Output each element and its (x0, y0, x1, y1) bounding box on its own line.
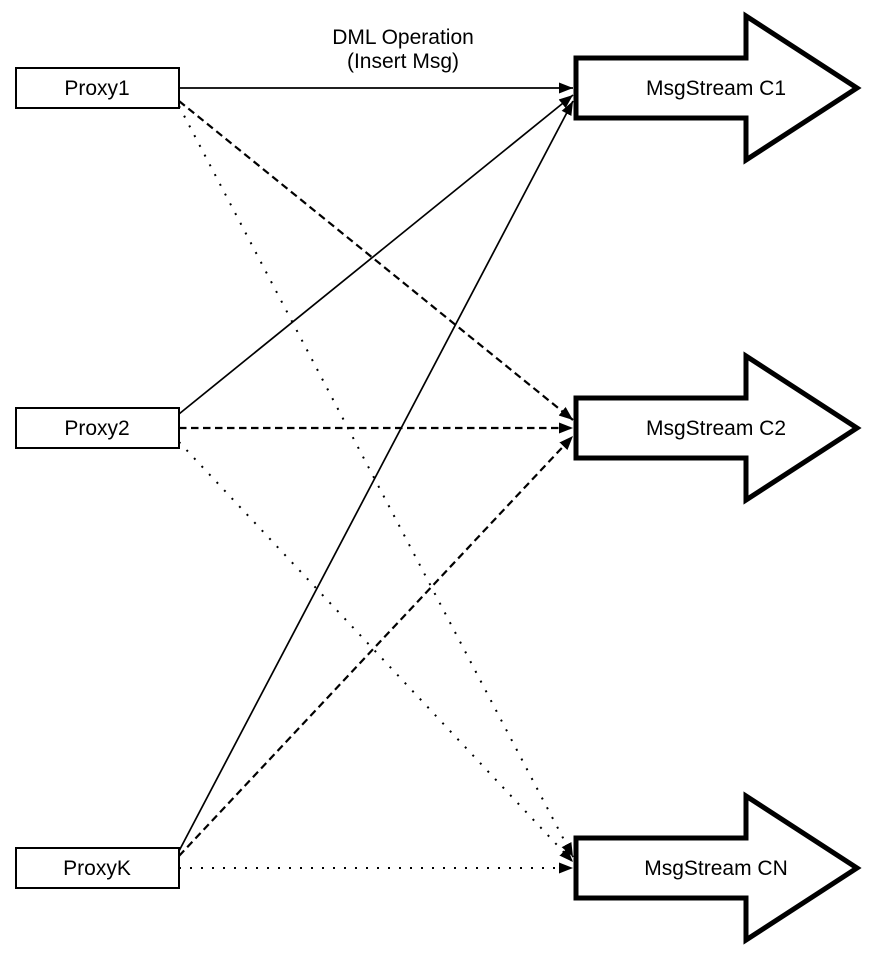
msgstream-cn-label: MsgStream CN (644, 857, 788, 880)
proxy1-label: Proxy1 (64, 77, 129, 100)
connector-proxy1-to-c2 (178, 100, 574, 421)
proxy2-box (15, 407, 180, 449)
msgstream-c2-arrow (573, 351, 862, 505)
proxy-node-2: Proxy2 (15, 407, 180, 449)
msgstream-cn-arrow (573, 791, 862, 945)
dml-operation-label-line1: DML Operation (332, 26, 474, 49)
proxy-node-k: ProxyK (15, 847, 180, 889)
proxy2-label: Proxy2 (64, 417, 129, 440)
connectors (178, 82, 574, 874)
msgstream-c2-label: MsgStream C2 (646, 417, 786, 440)
dml-operation-label-line2: (Insert Msg) (347, 50, 459, 73)
connector-proxy2-to-c1 (178, 94, 574, 415)
connector-proxy2-to-cn (178, 441, 574, 863)
stream-node-c1: MsgStream C1 (573, 11, 862, 165)
stream-node-cn: MsgStream CN (573, 791, 862, 945)
msgstream-c1-label: MsgStream C1 (646, 77, 786, 100)
proxyk-label: ProxyK (63, 857, 131, 880)
proxy-node-1: Proxy1 (15, 67, 180, 109)
stream-node-c2: MsgStream C2 (573, 351, 862, 505)
connector-proxyk-to-c2 (178, 435, 574, 857)
dml-operation-label: DML Operation (Insert Msg) (332, 26, 474, 73)
proxy1-box (15, 67, 180, 109)
proxyk-box (15, 847, 180, 889)
connector-proxy1-to-cn (178, 105, 574, 858)
msgstream-c1-arrow (573, 11, 862, 165)
connector-proxyk-to-c1 (178, 100, 574, 852)
